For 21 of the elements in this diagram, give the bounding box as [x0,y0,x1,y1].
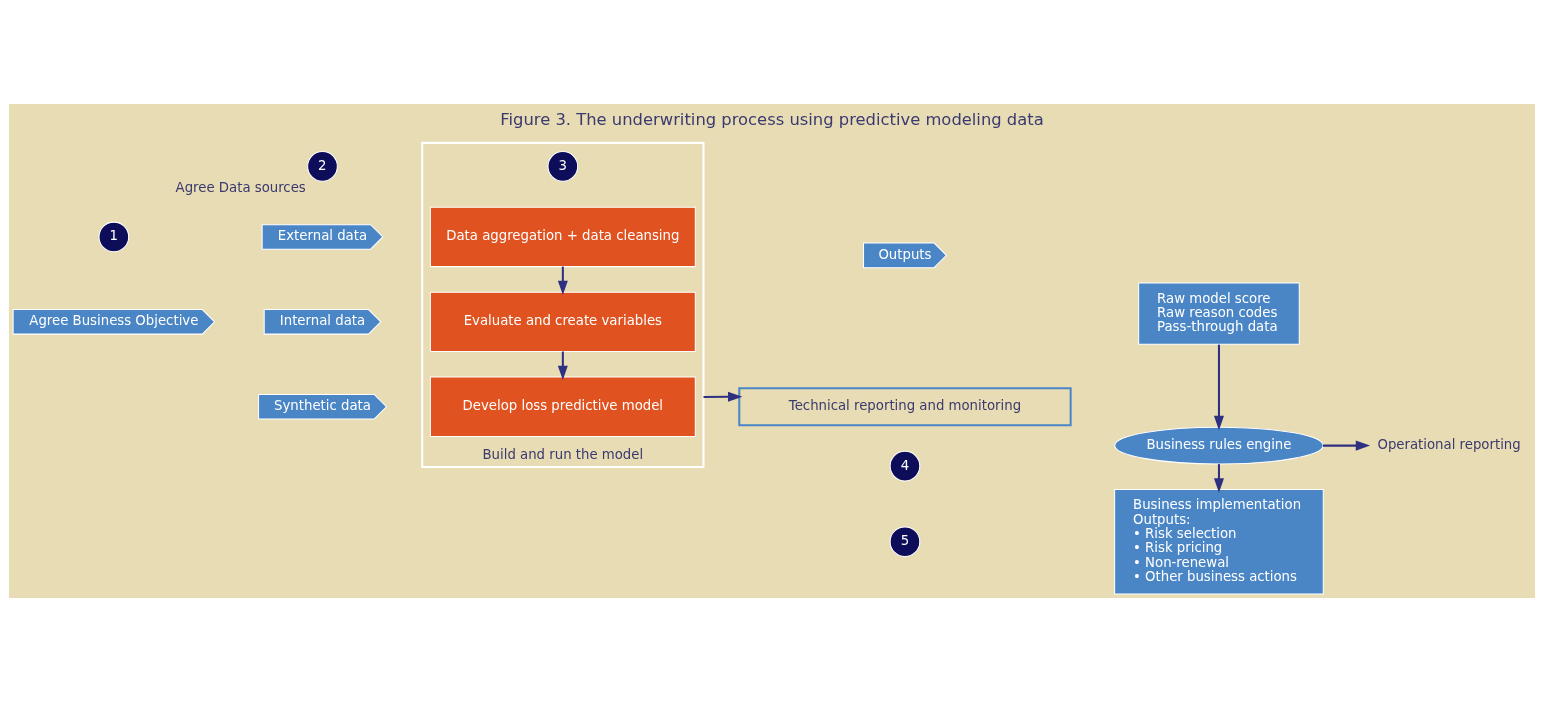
node-box: Data aggregation + data cleansing [429,206,696,268]
node-circle: 3 [547,151,579,182]
arrow [557,351,568,380]
node-box: Develop loss predictive model [429,376,696,437]
diagram-title: Figure 3. The underwriting process using predictive modeling data [500,110,1044,130]
arrow [1323,440,1371,451]
node-text: Operational reporting [1377,437,1521,453]
arrow [557,266,568,296]
node-box: Technical reporting and monitoring [738,387,1072,427]
node-circle: 4 [889,450,921,482]
node-box: Business implementation Outputs: • Risk selection • Risk pricing • Non-renewal • Other business actions [1114,489,1324,595]
node-ellipse: Business rules engine [1114,426,1324,465]
arrow [703,391,743,402]
arrow [1213,344,1224,431]
arrow [1213,464,1224,493]
node-circle: 5 [889,526,921,558]
node-box: Raw model score Raw reason codes Pass-through data [1138,282,1300,345]
node-circle: 2 [307,151,338,182]
node-box: Evaluate and create variables [429,291,696,352]
node-circle: 1 [98,221,130,253]
node-label: Agree Data sources [175,179,306,195]
